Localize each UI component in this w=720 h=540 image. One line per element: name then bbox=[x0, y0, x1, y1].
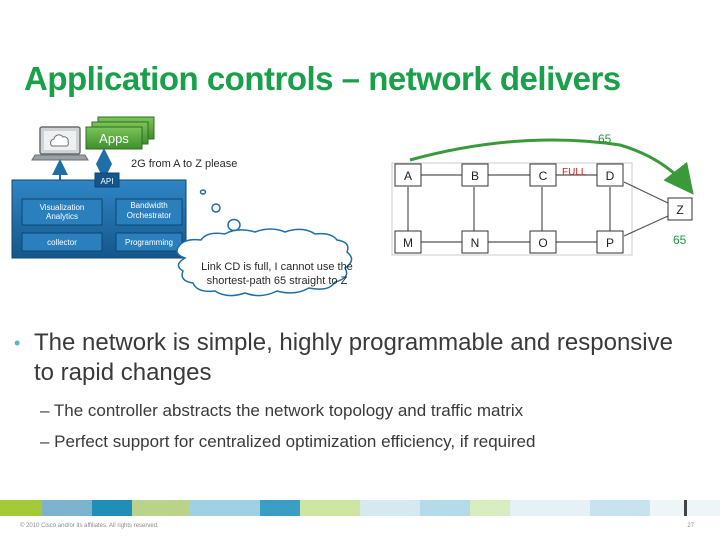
node-z: Z bbox=[667, 197, 693, 221]
network-diagram: Apps 2G from A to Z please API Visualiza… bbox=[11, 116, 694, 297]
sub-bullet-1: – The controller abstracts the network t… bbox=[40, 401, 524, 420]
full-label: FULL bbox=[562, 167, 587, 178]
svg-text:N: N bbox=[471, 236, 480, 250]
svg-text:O: O bbox=[538, 236, 547, 250]
node-a: A bbox=[394, 163, 422, 187]
main-bullet-text: The network is simple, highly programmab… bbox=[34, 329, 673, 386]
svg-text:B: B bbox=[471, 169, 479, 183]
thought-dot-3 bbox=[227, 218, 241, 232]
node-m: M bbox=[394, 230, 422, 254]
svg-text:D: D bbox=[606, 169, 615, 183]
network-links bbox=[407, 174, 669, 243]
thought-cloud bbox=[176, 228, 353, 297]
metric-top: 65 bbox=[598, 132, 612, 146]
node-o: O bbox=[529, 230, 557, 254]
metric-right: 65 bbox=[673, 233, 687, 247]
api-label: API bbox=[101, 177, 114, 186]
request-label: 2G from A to Z please bbox=[131, 158, 237, 170]
laptop-icon bbox=[31, 126, 89, 161]
bullet-dot-icon: • bbox=[14, 333, 21, 353]
shortest-path-arc bbox=[409, 138, 694, 195]
node-c: C bbox=[529, 163, 557, 187]
apps-stack: Apps bbox=[85, 116, 155, 150]
svg-text:M: M bbox=[403, 236, 413, 250]
footer-color-bar bbox=[0, 500, 720, 516]
footer-copyright: © 2010 Cisco and/or its affiliates. All … bbox=[20, 523, 159, 529]
slide-title: Application controls – network delivers bbox=[24, 60, 621, 97]
sub-bullet-2: – Perfect support for centralized optimi… bbox=[40, 432, 536, 451]
apps-label: Apps bbox=[99, 131, 129, 146]
node-b: B bbox=[461, 163, 489, 187]
thought-dot-1 bbox=[199, 189, 207, 195]
network-boundary bbox=[391, 162, 633, 256]
svg-text:A: A bbox=[404, 169, 412, 183]
svg-text:Z: Z bbox=[676, 203, 683, 217]
module-programming: Programming bbox=[125, 238, 173, 247]
footer-page-number: 27 bbox=[687, 523, 694, 529]
node-d: D bbox=[596, 163, 624, 187]
module-collector: collector bbox=[47, 238, 77, 247]
thought-dot-2 bbox=[211, 203, 221, 213]
svg-text:C: C bbox=[539, 169, 548, 183]
node-p: P bbox=[596, 230, 624, 254]
node-n: N bbox=[461, 230, 489, 254]
svg-text:P: P bbox=[606, 236, 614, 250]
